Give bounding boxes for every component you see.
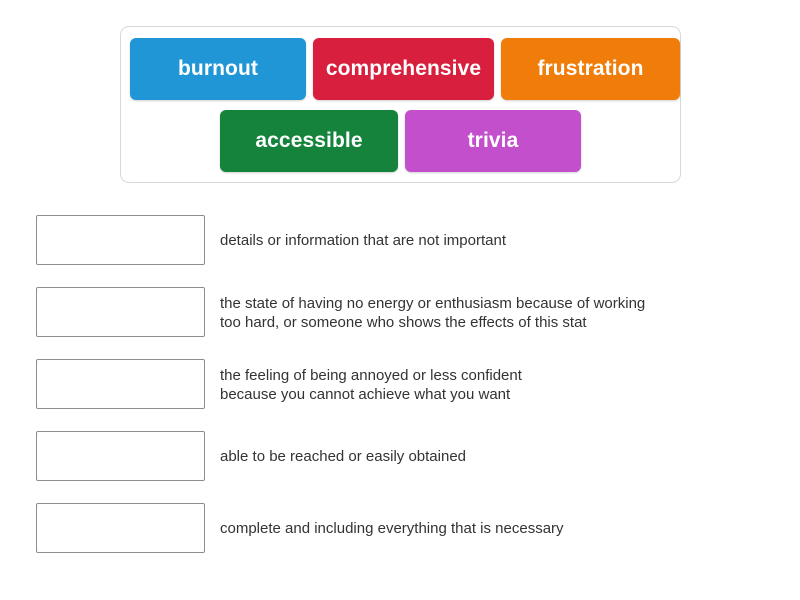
answer-drop-box-3[interactable] bbox=[36, 359, 205, 409]
word-tile-accessible[interactable]: accessible bbox=[220, 110, 398, 172]
definition-row: details or information that are not impo… bbox=[36, 215, 776, 265]
definition-text-2: the state of having no energy or enthusi… bbox=[220, 295, 646, 331]
word-bank-row-1: burnout comprehensive frustration bbox=[121, 38, 680, 100]
answer-drop-box-1[interactable] bbox=[36, 215, 205, 265]
word-tile-burnout[interactable]: burnout bbox=[130, 38, 306, 100]
definition-row: complete and including everything that i… bbox=[36, 503, 776, 553]
word-tile-label: accessible bbox=[255, 129, 363, 152]
definition-row: the state of having no energy or enthusi… bbox=[36, 287, 776, 337]
word-tile-label: trivia bbox=[467, 129, 519, 152]
word-tile-trivia[interactable]: trivia bbox=[405, 110, 581, 172]
word-tile-comprehensive[interactable]: comprehensive bbox=[313, 38, 494, 100]
definition-row: able to be reached or easily obtained bbox=[36, 431, 776, 481]
answer-drop-box-2[interactable] bbox=[36, 287, 205, 337]
definition-row: the feeling of being annoyed or less con… bbox=[36, 359, 776, 409]
definition-text-4: able to be reached or easily obtained bbox=[220, 448, 467, 465]
word-tile-label: comprehensive bbox=[325, 57, 482, 80]
definition-text-1: details or information that are not impo… bbox=[220, 232, 506, 249]
definition-text-5: complete and including everything that i… bbox=[220, 520, 564, 537]
word-bank-tray: burnout comprehensive frustration access… bbox=[120, 26, 681, 183]
answer-drop-box-5[interactable] bbox=[36, 503, 205, 553]
word-bank-row-2: accessible trivia bbox=[121, 110, 680, 172]
word-tile-frustration[interactable]: frustration bbox=[501, 38, 680, 100]
definition-list: details or information that are not impo… bbox=[36, 215, 776, 553]
answer-drop-box-4[interactable] bbox=[36, 431, 205, 481]
word-tile-label: burnout bbox=[177, 57, 258, 80]
word-tile-label: frustration bbox=[537, 57, 644, 80]
definition-text-3: the feeling of being annoyed or less con… bbox=[220, 367, 522, 403]
